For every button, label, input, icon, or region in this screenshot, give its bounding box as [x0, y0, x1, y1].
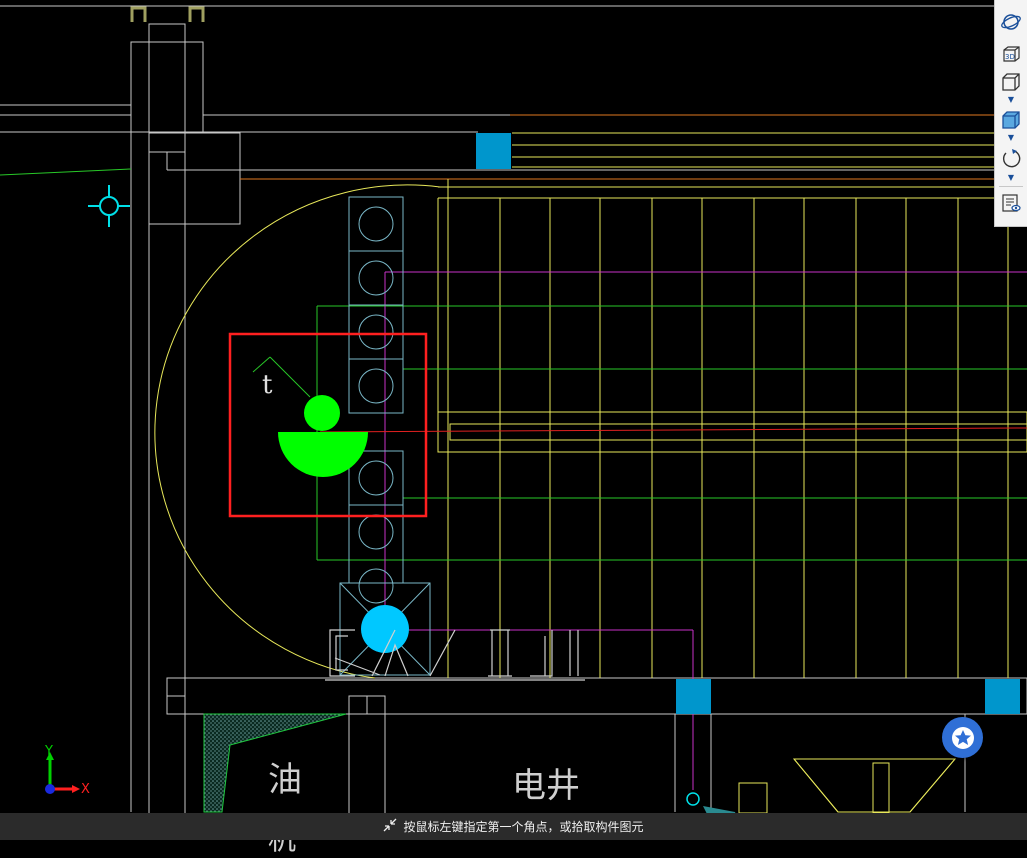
- x-axis-label: X: [81, 782, 90, 797]
- wireframe-cube-icon: [1002, 73, 1020, 91]
- layer-visibility-icon: [1002, 194, 1021, 212]
- yellow-funnel-symbol: [738, 758, 957, 814]
- favorite-fab-button[interactable]: [942, 717, 983, 758]
- orbit-icon: [1001, 14, 1021, 30]
- red-axis-line: [319, 427, 1027, 433]
- wireframe-dropdown-arrow[interactable]: ▼: [1007, 95, 1015, 104]
- shaded-cube-icon: [1002, 111, 1020, 129]
- star-icon: [951, 726, 974, 749]
- electric-shaft-label: 电井: [512, 766, 580, 806]
- selection-rectangle[interactable]: [228, 332, 428, 518]
- view-toolbar: 3D ▼ ▼ ▼: [994, 0, 1027, 227]
- shaded-view-button[interactable]: [999, 108, 1023, 132]
- small-cyan-node: [686, 792, 700, 806]
- cad-drawing-canvas[interactable]: [0, 0, 1027, 840]
- orange-lines: [240, 114, 1027, 180]
- tag-label: t: [262, 370, 273, 400]
- yellow-stair-treads: [437, 198, 1027, 678]
- ucs-axis-indicator: Y X: [36, 744, 96, 804]
- rotate-button[interactable]: [999, 146, 1023, 170]
- green-lines: [0, 168, 1027, 561]
- oil-room-label: 油: [268, 760, 302, 800]
- green-point-marker[interactable]: [278, 395, 368, 477]
- rotate-dropdown-arrow[interactable]: ▼: [1007, 173, 1015, 182]
- leader-line: [334, 657, 381, 676]
- blue-columns: [476, 133, 1020, 714]
- command-status-bar: 按鼠标左键指定第一个角点，或拾取构件图元: [0, 813, 1027, 840]
- svg-text:3D: 3D: [1005, 53, 1015, 61]
- yellow-stair-top: [438, 132, 1027, 199]
- toolbar-separator: [999, 186, 1023, 187]
- yellow-arc: [154, 184, 441, 679]
- hatched-wall: [203, 713, 347, 813]
- status-message: 按鼠标左键指定第一个角点，或拾取构件图元: [403, 820, 644, 834]
- crosshair-target-icon[interactable]: [88, 185, 130, 227]
- cyan-point-marker[interactable]: [361, 605, 409, 653]
- gray-wall-lines: [0, 5, 1027, 835]
- y-axis-label: Y: [45, 744, 53, 759]
- shaded-dropdown-arrow[interactable]: ▼: [1007, 133, 1015, 142]
- rotate-icon: [1002, 149, 1021, 168]
- shrink-arrows-icon: [383, 818, 397, 835]
- outlined-cad-text: [325, 629, 585, 681]
- 3d-view-button[interactable]: 3D: [999, 42, 1023, 66]
- orbit-button[interactable]: [999, 10, 1023, 34]
- top-wall-posts: [130, 6, 205, 22]
- 3d-view-icon: 3D: [1003, 46, 1020, 62]
- display-settings-button[interactable]: [999, 191, 1023, 215]
- wireframe-view-button[interactable]: [999, 70, 1023, 94]
